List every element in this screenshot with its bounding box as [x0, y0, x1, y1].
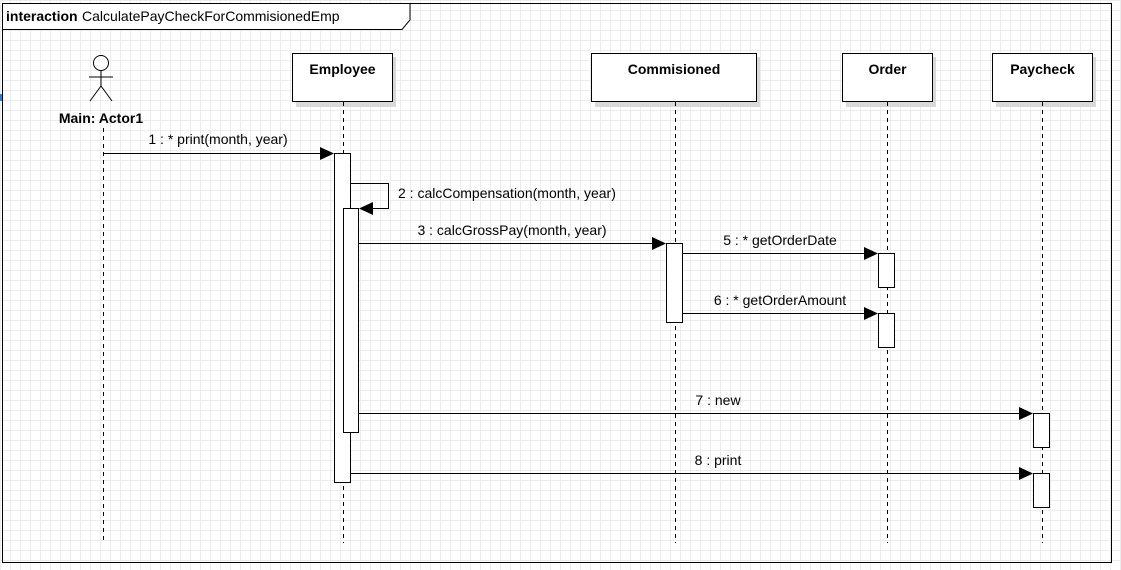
lifeline-head-employee[interactable]: [292, 53, 393, 102]
message-label-1: 1 : * print(month, year): [148, 131, 287, 147]
message-5[interactable]: [683, 247, 878, 260]
message-6[interactable]: [683, 307, 878, 320]
activation-employee-inner[interactable]: [343, 208, 359, 433]
actor-label: Main: Actor1: [59, 110, 143, 126]
activation-paycheck-1[interactable]: [1033, 413, 1050, 448]
activation-commisioned[interactable]: [666, 243, 683, 323]
message-label-3: 3 : calcGrossPay(month, year): [417, 222, 606, 238]
frame-tab: [2, 3, 411, 30]
message-label-8: 8 : print: [695, 452, 742, 468]
message-2-self-call[interactable]: [351, 183, 389, 216]
selection-marker: [0, 94, 2, 101]
frame-title: interaction CalculatePayCheckForCommisio…: [6, 8, 340, 25]
lifeline-label-employee: Employee: [309, 61, 375, 77]
message-7[interactable]: [359, 407, 1033, 420]
activation-order-2[interactable]: [878, 313, 895, 348]
lifeline-label-paycheck: Paycheck: [1010, 61, 1075, 77]
message-1[interactable]: [103, 147, 335, 160]
interaction-frame: [2, 3, 1112, 563]
message-3[interactable]: [359, 237, 666, 250]
lifeline-head-paycheck[interactable]: [992, 53, 1093, 102]
message-label-6: 6 : * getOrderAmount: [714, 292, 846, 308]
lifeline-head-commisioned[interactable]: [591, 53, 757, 102]
activation-paycheck-2[interactable]: [1033, 473, 1050, 508]
activation-order-1[interactable]: [878, 253, 895, 288]
message-label-5: 5 : * getOrderDate: [723, 232, 837, 248]
lifeline-label-commisioned: Commisioned: [628, 61, 721, 77]
message-label-7: 7 : new: [695, 392, 741, 408]
lifeline-head-order[interactable]: [842, 53, 933, 102]
actor-stick-figure-icon[interactable]: [89, 55, 113, 102]
message-label-2: 2 : calcCompensation(month, year): [398, 185, 616, 201]
message-8[interactable]: [351, 467, 1033, 480]
lifeline-label-order: Order: [868, 61, 907, 77]
